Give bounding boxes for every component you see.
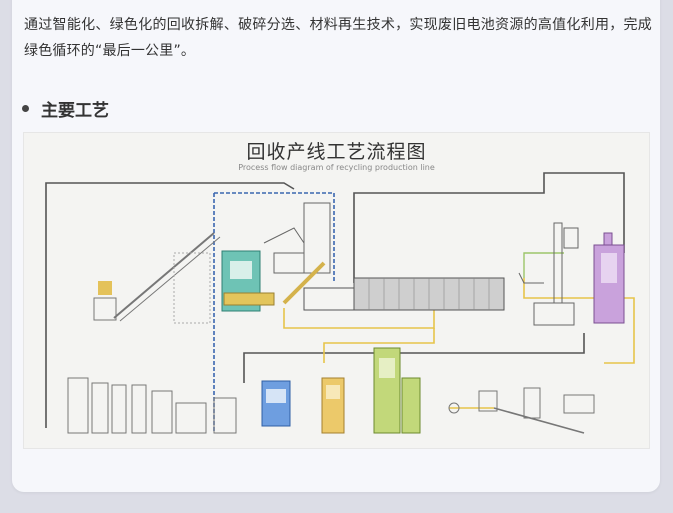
rotary-kiln [303, 277, 505, 311]
feeder-unit [93, 232, 221, 324]
diagram-subtitle: Process flow diagram of recycling produc… [238, 163, 435, 172]
pipes-dark [45, 172, 625, 428]
process-flow-diagram: 回收产线工艺流程图 Process flow diagram of recycl… [23, 132, 650, 449]
right-equipment [518, 222, 579, 326]
scrubber-units [67, 377, 237, 434]
intro-paragraph: 通过智能化、绿色化的回收拆解、破碎分选、材料再生技术，实现废旧电池资源的高值化利… [24, 17, 652, 59]
section-header: 主要工艺 [22, 96, 109, 121]
yellow-units [321, 377, 345, 434]
purple-reactor [593, 232, 625, 324]
crusher-unit [221, 250, 275, 312]
green-units [373, 347, 421, 434]
bullet-icon [22, 104, 29, 112]
blue-unit [261, 380, 291, 427]
separator-tower [263, 202, 331, 305]
pipes-yellow [283, 278, 635, 409]
bottom-conveyor [448, 387, 595, 434]
pipes-green [523, 252, 564, 278]
flow-illustration [45, 172, 635, 434]
diagram-title: 回收产线工艺流程图 [246, 141, 427, 163]
section-title: 主要工艺 [41, 100, 109, 121]
